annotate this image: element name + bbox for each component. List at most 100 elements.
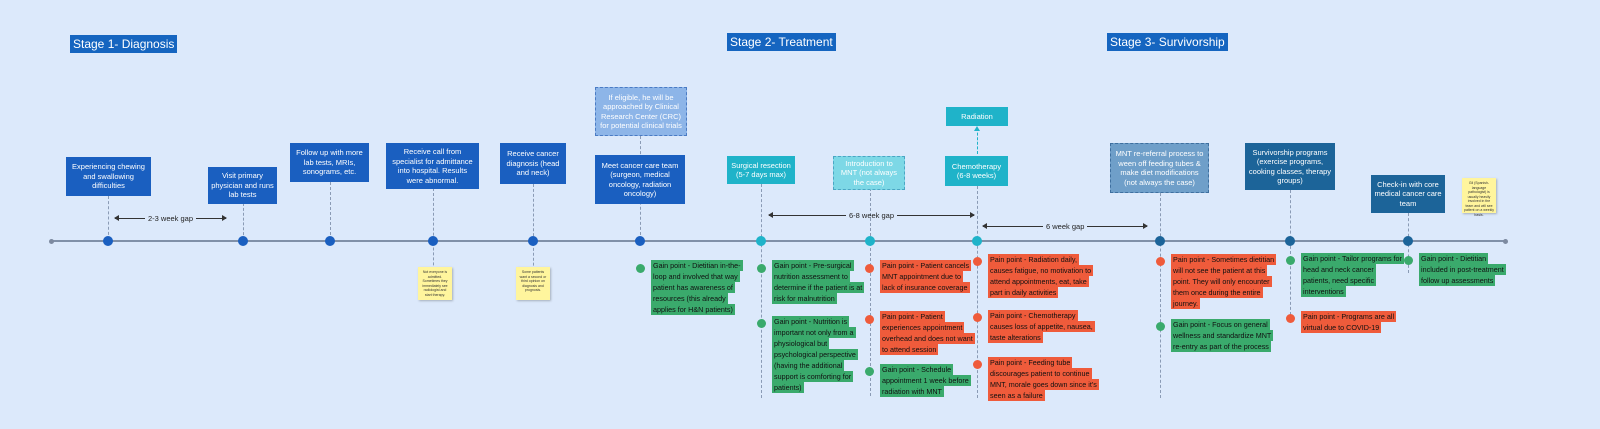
radiation-arrow [974, 126, 980, 154]
pain-dot [1286, 314, 1295, 323]
gap-indicator: 6-8 week gap [768, 211, 976, 220]
step-box-primary-physician[interactable]: Visit primary physician and runs lab tes… [208, 167, 277, 204]
point-text: Pain point - Chemotherapy causes loss of… [988, 310, 1095, 343]
gain-point: Gain point - Focus on general wellness a… [1171, 319, 1279, 352]
step-label: Visit primary physician and runs lab tes… [211, 171, 274, 200]
pain-dot [865, 315, 874, 324]
gap-indicator: 2-3 week gap [114, 214, 228, 223]
gain-point: Gain point - Nutrition is important not … [772, 316, 864, 393]
point-text: Pain point - Patient cancels MNT appoint… [880, 260, 972, 293]
step-box-mnt-intro[interactable]: Introduction to MNT (not always the case… [833, 156, 905, 190]
timeline-dot [238, 236, 248, 246]
pain-point: Pain point - Chemotherapy causes loss of… [988, 310, 1100, 343]
gap-indicator: 6 week gap [982, 222, 1149, 231]
gain-point: Gain point - Dietitian in-the-loop and i… [651, 260, 743, 315]
point-text: Gain point - Focus on general wellness a… [1171, 319, 1274, 352]
connector-line [108, 196, 109, 240]
gain-point: Gain point - Pre-surgical nutrition asse… [772, 260, 865, 304]
timeline-axis [51, 240, 1506, 242]
pain-point: Pain point - Feeding tube discourages pa… [988, 357, 1100, 401]
pain-dot [973, 360, 982, 369]
timeline-dot [635, 236, 645, 246]
timeline-end-cap [1503, 239, 1508, 244]
step-box-mnt-re-referral[interactable]: MNT re-referral process to ween off feed… [1110, 143, 1209, 193]
timeline-dot [528, 236, 538, 246]
timeline-dot [865, 236, 875, 246]
step-box-surgical-resection[interactable]: Surgical resection (5-7 days max) [727, 156, 795, 184]
timeline-start-cap [49, 239, 54, 244]
connector-line [243, 203, 244, 240]
gap-label: 2-3 week gap [148, 214, 194, 223]
step-label: Chemotherapy (6-8 weeks) [951, 161, 1002, 181]
step-label: Experiencing chewing and swallowing diff… [72, 162, 145, 191]
radiation-box[interactable]: Radiation [946, 107, 1008, 126]
gain-point: Gain point - Tailor programs for head an… [1301, 253, 1404, 297]
timeline-dot [1285, 236, 1295, 246]
step-label: Check-in with core medical cancer care t… [1374, 179, 1442, 208]
sticky-note: Gil (Spanish-language pathologist) is us… [1462, 178, 1496, 217]
pain-dot [973, 313, 982, 322]
connector-line [330, 182, 331, 240]
gain-dot [757, 264, 766, 273]
step-box-survivorship-programs[interactable]: Survivorship programs (exercise programs… [1245, 143, 1335, 190]
clinical-trials-box[interactable]: If eligible, he will be approached by Cl… [595, 87, 687, 136]
gain-point: Gain point - Schedule appointment 1 week… [880, 364, 974, 397]
stage-label-treatment: Stage 2- Treatment [727, 33, 836, 51]
gain-dot [1404, 256, 1413, 265]
point-text: Pain point - Feeding tube discourages pa… [988, 357, 1099, 401]
pain-point: Pain point - Radiation daily, causes fat… [988, 254, 1100, 298]
radiation-label: Radiation [961, 111, 993, 121]
step-box-care-team[interactable]: Meet cancer care team (surgeon, medical … [595, 155, 685, 204]
step-box-diagnosis[interactable]: Receive cancer diagnosis (head and neck) [500, 143, 566, 184]
step-box-check-in[interactable]: Check-in with core medical cancer care t… [1371, 175, 1445, 213]
step-box-specialist-call[interactable]: Receive call from specialist for admitta… [386, 143, 479, 189]
gain-dot [1286, 256, 1295, 265]
point-text: Pain point - Sometimes dietitian will no… [1171, 254, 1277, 309]
timeline-dot [103, 236, 113, 246]
step-box-symptoms[interactable]: Experiencing chewing and swallowing diff… [66, 157, 151, 196]
connector-line [1290, 190, 1291, 315]
pain-dot [1156, 257, 1165, 266]
connector-line [761, 184, 762, 398]
point-text: Pain point - Programs are all virtual du… [1301, 311, 1397, 333]
pain-point: Pain point - Patient cancels MNT appoint… [880, 260, 974, 293]
sticky-note: Not everyone is admitted. Sometimes they… [418, 267, 452, 300]
point-text: Gain point - Schedule appointment 1 week… [880, 364, 971, 397]
step-box-lab-tests[interactable]: Follow up with more lab tests, MRIs, son… [290, 143, 369, 182]
connector-line [977, 186, 978, 398]
gain-dot [865, 367, 874, 376]
point-text: Gain point - Dietitian included in post-… [1419, 253, 1506, 286]
step-label: Receive call from specialist for admitta… [392, 147, 473, 185]
stage-label-survivorship: Stage 3- Survivorship [1107, 33, 1228, 51]
connector-line [870, 178, 871, 396]
point-text: Pain point - Radiation daily, causes fat… [988, 254, 1094, 298]
pain-dot [973, 257, 982, 266]
gap-label: 6 week gap [1046, 222, 1085, 231]
timeline-dot [1155, 236, 1165, 246]
pain-point: Pain point - Sometimes dietitian will no… [1171, 254, 1279, 309]
step-label: Survivorship programs (exercise programs… [1248, 147, 1332, 186]
clinical-trials-label: If eligible, he will be approached by Cl… [600, 92, 682, 131]
step-label: Surgical resection (5-7 days max) [731, 160, 791, 180]
stage-label-diagnosis: Stage 1- Diagnosis [70, 35, 178, 53]
timeline-dot [428, 236, 438, 246]
gain-dot [636, 264, 645, 273]
sticky-note: Some patients want a second or third opi… [516, 267, 550, 300]
step-label: MNT re-referral process to ween off feed… [1115, 149, 1204, 187]
timeline-dot [972, 236, 982, 246]
step-label: Follow up with more lab tests, MRIs, son… [296, 148, 363, 177]
point-text: Gain point - Pre-surgical nutrition asse… [772, 260, 865, 304]
point-text: Pain point - Patient experiences appoint… [880, 311, 975, 355]
timeline-dot [1403, 236, 1413, 246]
pain-dot [865, 264, 874, 273]
gain-dot [1156, 322, 1165, 331]
step-box-chemotherapy[interactable]: Chemotherapy (6-8 weeks) [945, 156, 1008, 186]
point-text: Gain point - Nutrition is important not … [772, 316, 858, 393]
gain-dot [757, 319, 766, 328]
step-label: Introduction to MNT (not always the case… [840, 158, 898, 187]
pain-point: Pain point - Programs are all virtual du… [1301, 311, 1402, 333]
step-label: Meet cancer care team (surgeon, medical … [601, 160, 679, 199]
gap-label: 6-8 week gap [849, 211, 895, 220]
gain-point: Gain point - Dietitian included in post-… [1419, 253, 1514, 286]
